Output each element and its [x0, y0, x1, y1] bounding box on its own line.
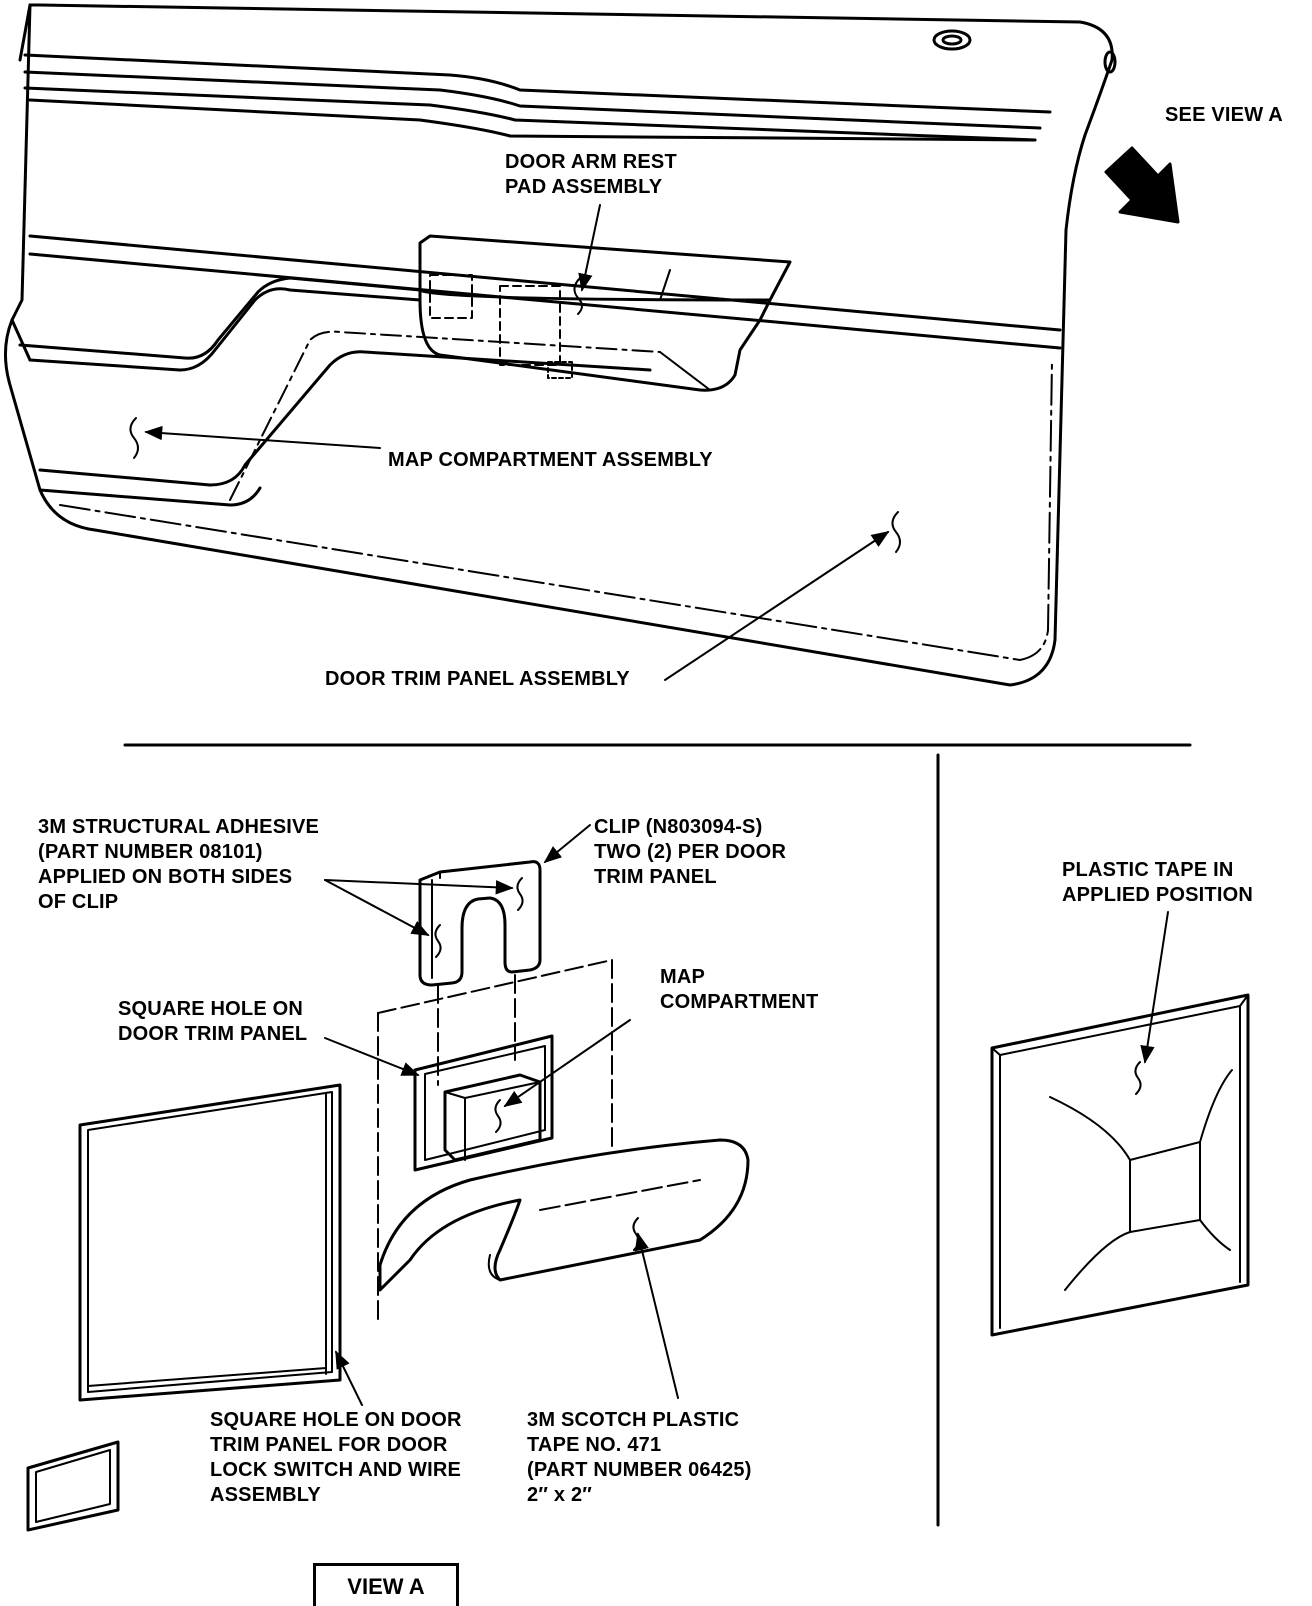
map-compartment-assembly-label: MAP COMPARTMENT ASSEMBLY — [388, 449, 713, 471]
tape-curl — [378, 1138, 750, 1292]
map-compartment-pocket — [28, 287, 422, 372]
lock-switch-hole — [78, 1083, 342, 1402]
door-trim-panel-assembly-label: DOOR TRIM PANEL ASSEMBLY — [325, 668, 630, 690]
view-a-drawing — [26, 824, 750, 1532]
armrest-pad — [418, 234, 792, 392]
clip-part — [418, 860, 542, 987]
door-trim-panel-drawing — [3, 3, 1180, 687]
square-hole — [413, 1034, 554, 1172]
see-view-a-label: SEE VIEW A — [1165, 104, 1283, 126]
panel-outline — [3, 3, 1114, 687]
view-a-box: VIEW A — [313, 1563, 459, 1606]
adhesive-label: 3M STRUCTURAL ADHESIVE(PART NUMBER 08101… — [38, 816, 320, 913]
small-square — [26, 1440, 120, 1532]
view-a-label: VIEW A — [347, 1574, 425, 1599]
applied-tape-square — [990, 993, 1250, 1337]
applied-tape-drawing — [990, 911, 1250, 1337]
see-view-a-arrow — [1104, 146, 1180, 224]
map-compartment-block — [443, 1073, 542, 1162]
